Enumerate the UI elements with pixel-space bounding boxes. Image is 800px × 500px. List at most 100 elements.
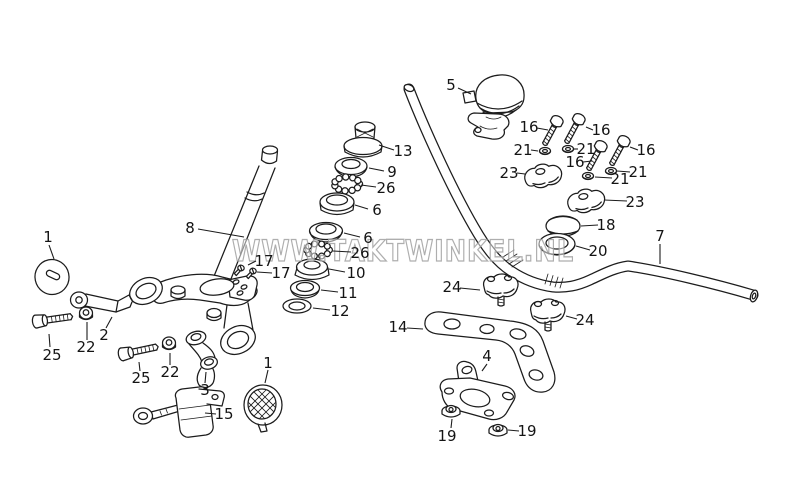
leader-line-part-6: [343, 232, 361, 238]
part-label-21: 21: [513, 141, 532, 159]
part-1-reflector: [243, 384, 283, 433]
leader-line-part-21: [594, 176, 613, 179]
part-6-bearing-race-upper: [319, 192, 355, 216]
part-5-bell: [462, 74, 525, 140]
part-label-22: 22: [76, 338, 95, 356]
leader-line-part-24: [459, 287, 481, 291]
leader-line-part-15: [204, 412, 217, 415]
leader-line-part-16: [536, 127, 549, 131]
part-label-7: 7: [655, 227, 665, 245]
leader-line-part-6: [354, 204, 369, 210]
part-label-26: 26: [350, 244, 369, 262]
part-3-lock-bracket: [185, 330, 218, 389]
part-14-mount-plate: [424, 311, 556, 393]
part-label-21: 21: [628, 163, 647, 181]
leader-line-part-8: [197, 228, 245, 238]
leader-line-part-17: [256, 271, 273, 274]
part-1-fork-cap: [34, 258, 70, 296]
part-label-23: 23: [499, 164, 518, 182]
part-label-16: 16: [565, 153, 584, 171]
part-label-1: 1: [43, 228, 53, 246]
part-label-16: 16: [636, 141, 655, 159]
leader-line-part-4: [481, 363, 488, 372]
part-label-17: 17: [254, 252, 273, 270]
part-6-bearing-race-lower: [308, 221, 344, 243]
leader-line-part-23: [603, 199, 628, 202]
leader-line-part-10: [328, 268, 346, 273]
part-label-24: 24: [442, 278, 461, 296]
leader-line-part-16: [582, 160, 593, 163]
part-label-19: 19: [437, 427, 456, 445]
part-15-ignition-switch-key: [132, 386, 225, 438]
part-label-11: 11: [338, 284, 357, 302]
leader-line-part-3: [204, 371, 207, 384]
part-label-19: 19: [517, 422, 536, 440]
leader-line-part-23: [516, 172, 526, 175]
part-label-20: 20: [588, 242, 607, 260]
part-label-6: 6: [372, 201, 382, 219]
part-10-bearing-cone: [294, 258, 330, 281]
leader-line-part-9: [368, 167, 385, 172]
leader-line-part-13: [378, 144, 395, 151]
part-8-steering-stem: [209, 145, 279, 290]
part-label-4: 4: [482, 347, 492, 365]
part-label-17: 17: [271, 264, 290, 282]
part-label-21: 21: [576, 140, 595, 158]
part-label-9: 9: [387, 163, 397, 181]
part-label-13: 13: [393, 142, 412, 160]
leader-line-part-17: [247, 260, 257, 266]
leader-line-part-18: [580, 224, 599, 227]
handlebar-knurl-bands: [502, 249, 564, 289]
leader-line-part-21: [616, 170, 631, 173]
part-9-dust-seal: [334, 156, 368, 178]
part-20-ring: [538, 232, 576, 256]
part-label-23: 23: [625, 193, 644, 211]
leader-line-part-25: [138, 361, 141, 372]
leader-line-part-14: [406, 327, 424, 330]
part-label-22: 22: [160, 363, 179, 381]
part-label-10: 10: [346, 264, 365, 282]
leader-line-part-26: [332, 250, 352, 253]
part-label-25: 25: [42, 346, 61, 364]
leader-line-part-26: [360, 184, 377, 188]
part-label-2: 2: [99, 326, 109, 344]
part-label-21: 21: [610, 170, 629, 188]
leader-line-part-16: [629, 146, 639, 151]
leader-line-part-21: [530, 149, 539, 152]
part-label-24: 24: [575, 311, 594, 329]
part-26-ball-retainer-lower: [302, 240, 334, 260]
leader-line-part-1: [264, 369, 269, 384]
part-11-bearing-race: [289, 279, 321, 299]
part-label-12: 12: [330, 302, 349, 320]
leader-line-part-16: [585, 126, 594, 131]
leader-line-part-11: [320, 289, 339, 293]
part-8-bottom-bridge: [129, 273, 258, 356]
part-label-14: 14: [388, 318, 407, 336]
leader-line-part-12: [312, 307, 331, 311]
leader-line-part-24: [565, 315, 578, 320]
leader-line-part-5: [457, 87, 472, 95]
part-label-5: 5: [446, 76, 456, 94]
leader-line-part-1: [48, 244, 55, 260]
leader-line-part-25: [48, 333, 51, 348]
part-label-3: 3: [200, 381, 210, 399]
leader-line-part-19: [450, 418, 453, 429]
watermark-text: WWW.TAKTWINKEL.NL: [232, 234, 574, 268]
leader-line-part-20: [575, 245, 591, 251]
leader-line-part-19: [507, 429, 520, 432]
part-label-6: 6: [363, 229, 373, 247]
part-label-26: 26: [376, 179, 395, 197]
part-7-handlebar: [403, 83, 759, 303]
part-label-15: 15: [214, 405, 233, 423]
part-label-16: 16: [591, 121, 610, 139]
part-2-arm: [69, 291, 133, 313]
leader-line-part-2: [105, 316, 113, 329]
part-label-25: 25: [131, 369, 150, 387]
part-label-18: 18: [596, 216, 615, 234]
part-label-8: 8: [185, 219, 195, 237]
part-label-1: 1: [263, 354, 273, 372]
part-12-washer: [282, 298, 312, 314]
